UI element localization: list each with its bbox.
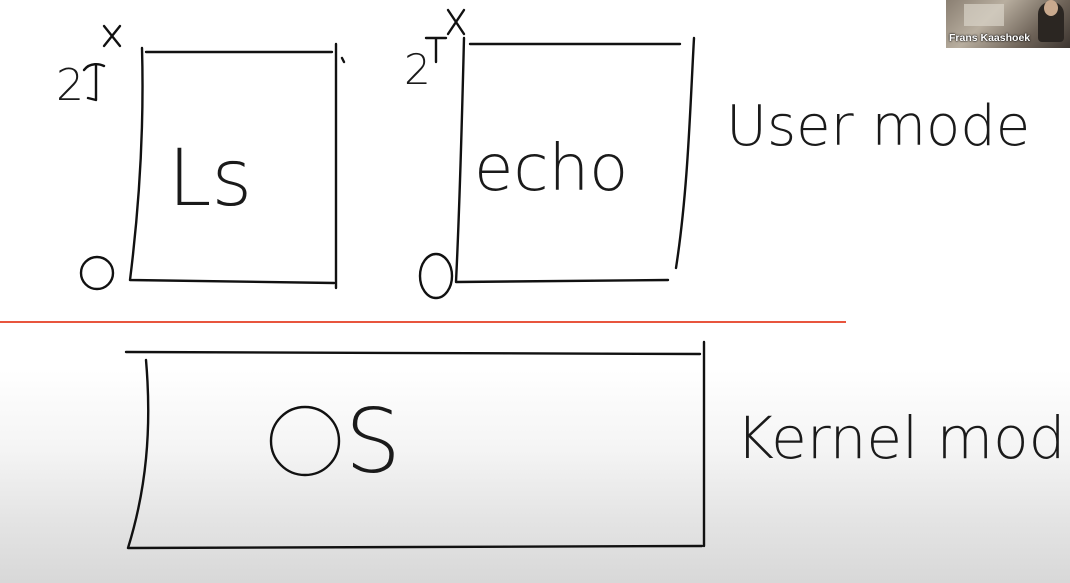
os-label: S	[269, 390, 401, 493]
svg-text:S: S	[345, 390, 401, 493]
ls-program-label: Ls	[168, 134, 252, 224]
participant-video-tile[interactable]: Frans Kaashoek	[946, 0, 1070, 48]
kernel-mode-label: Kernel mode	[736, 404, 1070, 472]
echo-bottom-address-label	[418, 252, 454, 300]
video-background-window	[964, 4, 1004, 26]
ls-bottom-address-label	[79, 255, 115, 291]
echo-address-space-box	[454, 36, 696, 284]
participant-name-label: Frans Kaashoek	[949, 32, 1031, 44]
user-mode-label: User mode	[726, 94, 1030, 159]
echo-program-label: echo	[474, 132, 628, 206]
echo-top-address-label: 2	[404, 8, 466, 94]
ls-top-address-label: 2	[56, 24, 122, 111]
svg-text:2: 2	[404, 45, 431, 94]
ls-address-space-box	[128, 42, 346, 290]
os-kernel-box	[124, 340, 706, 550]
svg-text:2: 2	[56, 60, 84, 111]
participant-head	[1044, 0, 1058, 16]
